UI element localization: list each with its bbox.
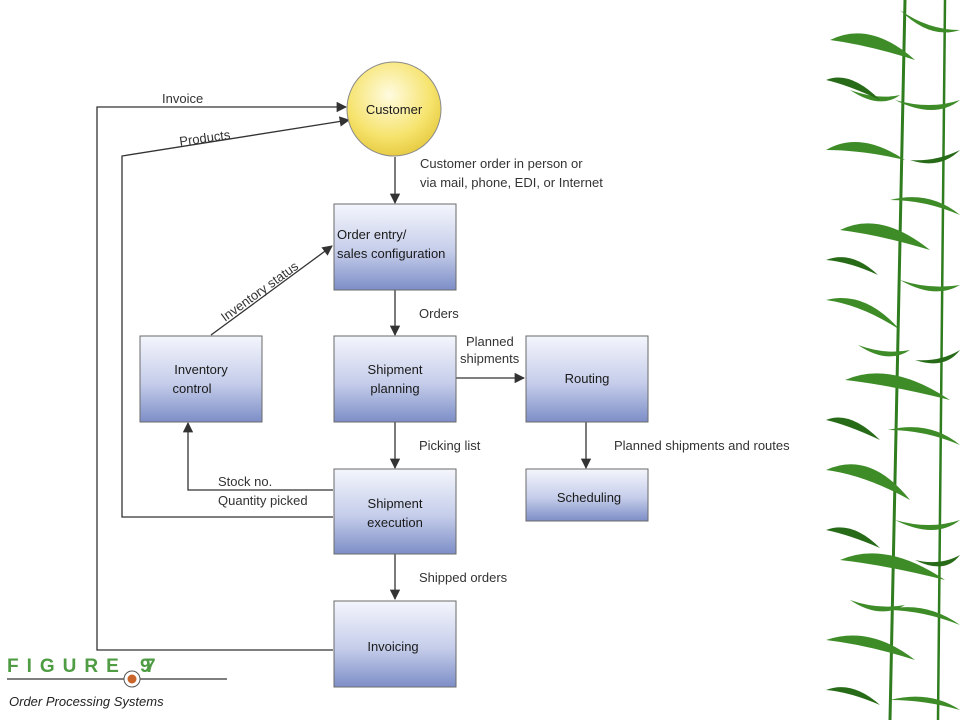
planned-shipments-label-2: shipments (460, 351, 520, 366)
invoice-flow-line (96, 101, 348, 651)
figure-number-right: 7 (145, 656, 164, 677)
order-entry-label-1: Order entry/ (337, 227, 407, 242)
shipment-planning-label-2: planning (370, 381, 419, 396)
planned-routes-label: Planned shipments and routes (614, 438, 790, 453)
quantity-picked-label: Quantity picked (218, 493, 308, 508)
shipment-planning-box: Shipment planning (333, 335, 457, 423)
customer-node: Customer (346, 61, 442, 157)
figure-caption: FIGURE 9 7 Order Processing Systems (7, 656, 227, 709)
shipped-orders-label: Shipped orders (419, 570, 508, 585)
diagram-connectors (96, 101, 592, 651)
routing-label: Routing (565, 371, 610, 386)
products-label: Products (178, 127, 231, 149)
inventory-status-line (210, 245, 333, 336)
bamboo-decoration (826, 0, 960, 720)
shipment-execution-box: Shipment execution (333, 468, 457, 555)
customer-order-label-1: Customer order in person or (420, 156, 583, 171)
stock-no-label: Stock no. (218, 474, 272, 489)
invoice-label: Invoice (162, 91, 203, 106)
figure-subtitle: Order Processing Systems (9, 694, 164, 709)
shipment-planning-label-1: Shipment (368, 362, 423, 377)
inventory-control-label-2: control (172, 381, 211, 396)
scheduling-box: Scheduling (525, 468, 649, 522)
planned-shipments-label-1: Planned (466, 334, 514, 349)
order-entry-box: Order entry/ sales configuration (333, 203, 457, 291)
shipment-execution-label-1: Shipment (368, 496, 423, 511)
order-entry-label-2: sales configuration (337, 246, 445, 261)
customer-label: Customer (366, 102, 423, 117)
orders-label: Orders (419, 306, 459, 321)
invoicing-box: Invoicing (333, 600, 457, 688)
customer-order-label-2: via mail, phone, EDI, or Internet (420, 175, 603, 190)
shipment-execution-label-2: execution (367, 515, 423, 530)
figure-number-left: FIGURE 9 (7, 656, 159, 677)
inventory-status-label: Inventory status (218, 258, 301, 324)
invoicing-label: Invoicing (367, 639, 418, 654)
stock-qty-line (182, 421, 333, 491)
products-flow-line (121, 116, 351, 518)
inventory-control-box: Inventory control (139, 335, 263, 423)
picking-list-label: Picking list (419, 438, 481, 453)
scheduling-label: Scheduling (557, 490, 621, 505)
routing-box: Routing (525, 335, 649, 423)
inventory-control-label-1: Inventory (174, 362, 228, 377)
